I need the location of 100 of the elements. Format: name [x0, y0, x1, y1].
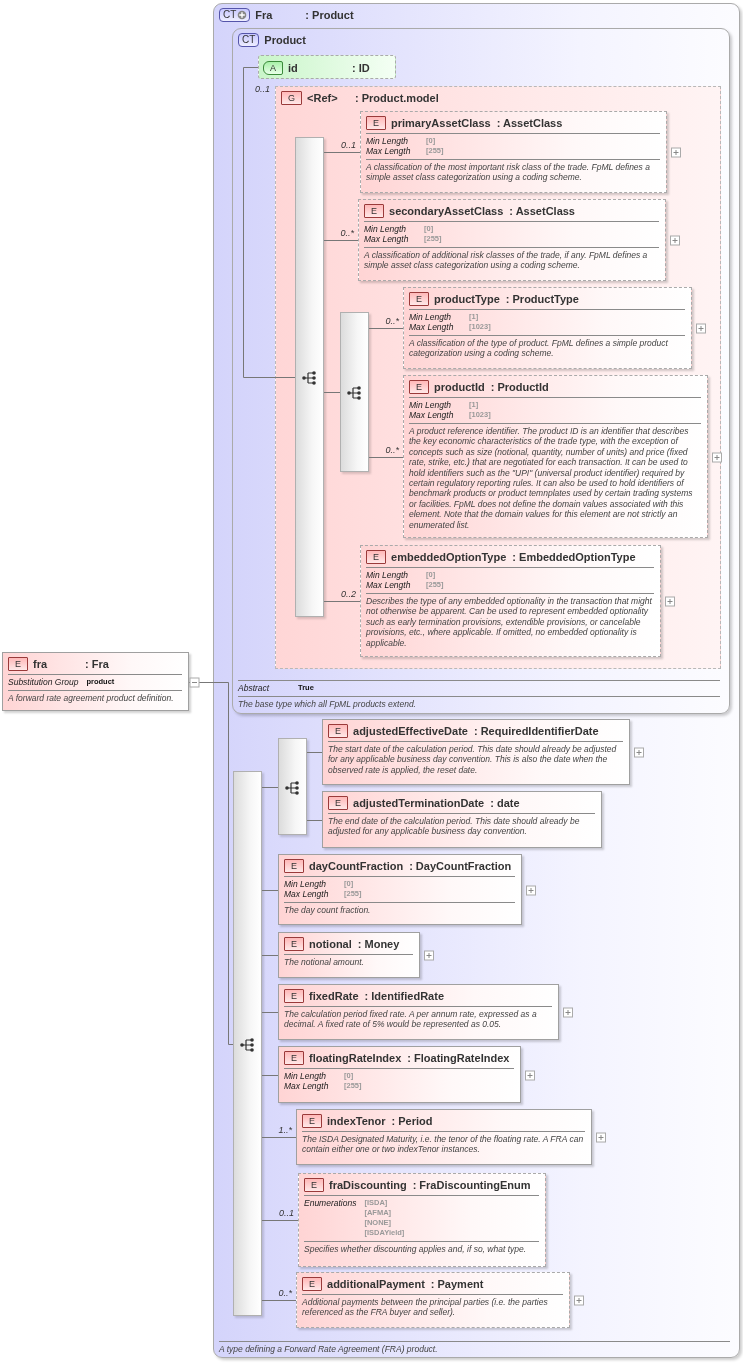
connector-line [323, 240, 359, 241]
element-name: primaryAssetClass [391, 117, 491, 129]
element-badge: E [284, 937, 304, 951]
group-box [275, 86, 721, 669]
element-box [322, 791, 602, 848]
type-name: : Payment [430, 1278, 484, 1290]
description: Describes the type of any embedded optionality in the transaction that might not otherwise be apparent. Can be used to represent embedded optionality such as early termination provisions, extendible provisions, or cancelable provisions, etc., where applicable. If omitted, no embedded optionality is applicable. [366, 596, 653, 649]
complex-type-box [213, 3, 740, 1358]
element-name: adjustedTerminationDate [353, 797, 485, 809]
facet-label: Min Length [366, 136, 410, 146]
type-badge: CT [238, 33, 260, 47]
type-name: : FraDiscountingEnum [412, 1179, 531, 1191]
element-name: fra [33, 658, 49, 670]
cardinality-label: 0..* [385, 444, 399, 455]
type-name: : AssetClass [496, 117, 563, 129]
description: The ISDA Designated Maturity, i.e. the tenor of the floating rate. A FRA can contain either one or two indexTenor instances. [302, 1134, 585, 1155]
description: A product reference identifier. The product ID is an identifier that describes the key economic characteristics of the trade type, with the exception of concepts such as size (notional, quantity, number of units) and price (fixed rate, strike, etc.) that are negotiated for each transaction. It can be used to hold identifiers such as the "UPI" (universal product identifier) required by certain regulatory reporting rules. It can also be used to hold identifiers of benchmark products or product temnplates used by certain trading systems or facilities. FpML does not define the domain values associated with this element. Note that the domain values for this element are not strictly an enumerated list. [409, 426, 694, 531]
facet-label: Min Length [366, 570, 410, 580]
attribute-box [258, 55, 396, 79]
element-name: productId [434, 381, 485, 393]
facet-label: Max Length [364, 234, 410, 244]
element-box [296, 1272, 570, 1328]
facet-label: Min Length [284, 1071, 328, 1081]
element-badge: E [409, 380, 429, 394]
connector-line [306, 820, 323, 821]
facet-label: Min Length [409, 400, 453, 410]
element-badge: E [8, 657, 28, 671]
connector-line [261, 1220, 299, 1221]
connector-line [323, 601, 361, 602]
facet-label: Min Length [364, 224, 408, 234]
description: A forward rate agreement product definition. [8, 693, 175, 704]
element-badge: E [328, 724, 348, 738]
element-box [278, 932, 420, 978]
element-name: adjustedEffectiveDate [353, 725, 468, 737]
type-name: : date [490, 797, 520, 809]
facet-label: Max Length [284, 889, 330, 899]
element-name: dayCountFraction [309, 860, 404, 872]
facet-label: Enumerations [304, 1198, 357, 1210]
element-box [403, 287, 692, 369]
cardinality-label: 0..1 [255, 84, 270, 94]
element-name: <Ref> [307, 92, 339, 104]
type-name: : ID [352, 62, 370, 74]
element-box [278, 984, 559, 1040]
element-box [296, 1109, 592, 1165]
connector-line [323, 392, 341, 393]
element-box [360, 545, 661, 657]
element-box [2, 652, 189, 711]
description: The base type which all FpML products extend. [238, 698, 417, 709]
facet-label: Min Length [284, 879, 328, 889]
type-name: : Fra [85, 658, 109, 670]
cardinality-label: 0..2 [341, 588, 356, 599]
description: A classification of the type of product. FpML defines a simple product categorization using a coding scheme. [409, 338, 669, 359]
element-box [278, 854, 522, 925]
element-badge: E [366, 116, 386, 130]
type-badge: G [281, 91, 302, 105]
facet-label: Min Length [409, 312, 453, 322]
element-badge: E [302, 1277, 322, 1291]
type-name: Fra [255, 9, 274, 21]
type-name: : RequiredIdentifierDate [473, 725, 599, 737]
type-badge: A [263, 61, 283, 75]
element-name: secondaryAssetClass [389, 205, 504, 217]
compositor-bar [295, 137, 324, 617]
cardinality-label: 0..1 [341, 139, 356, 150]
element-name: fraDiscounting [329, 1179, 407, 1191]
connector-line [368, 457, 404, 458]
type-name: : AssetClass [509, 205, 575, 217]
element-name: notional [309, 938, 352, 950]
connector-line [261, 1137, 297, 1138]
badge-label: CT [223, 9, 237, 21]
element-box [298, 1173, 546, 1267]
element-badge: E [284, 1051, 304, 1065]
connector-line [261, 1300, 297, 1301]
cardinality-label: 0..* [340, 227, 354, 238]
facet-label: Max Length [409, 410, 455, 420]
description: The day count fraction. [284, 905, 372, 916]
compositor-bar [340, 312, 369, 472]
element-box [322, 719, 630, 785]
type-name: : Product.model [355, 92, 439, 104]
description: The calculation period fixed rate. A per annum rate, expressed as a decimal. A fixed rate of 5% would be represented as 0.05. [284, 1009, 538, 1030]
element-box [403, 375, 708, 538]
type-name: : Period [391, 1115, 433, 1127]
element-box [278, 1046, 521, 1103]
element-badge: E [302, 1114, 322, 1128]
compositor-bar [278, 738, 307, 835]
facet-label: Max Length [366, 146, 412, 156]
cardinality-label: 1..* [278, 1124, 292, 1135]
type-name: : ProductId [490, 381, 549, 393]
element-badge: E [364, 204, 384, 218]
complex-type-box [232, 28, 730, 714]
facet-label: Abstract [238, 682, 271, 693]
description: A classification of the most important risk class of the trade. FpML defines a simple asset class categorization using a coding scheme. [366, 162, 651, 183]
description: A type defining a Forward Rate Agreement (FRA) product. [219, 1343, 439, 1354]
connector-line [323, 152, 361, 153]
type-name: : Money [357, 938, 400, 950]
element-name: productType [434, 293, 500, 305]
description: Specifies whether discounting applies and, if so, what type. [304, 1244, 528, 1255]
connector-line [188, 677, 234, 1045]
element-name: fixedRate [309, 990, 359, 1002]
type-name: Product [264, 34, 306, 46]
connector-line [261, 890, 279, 891]
